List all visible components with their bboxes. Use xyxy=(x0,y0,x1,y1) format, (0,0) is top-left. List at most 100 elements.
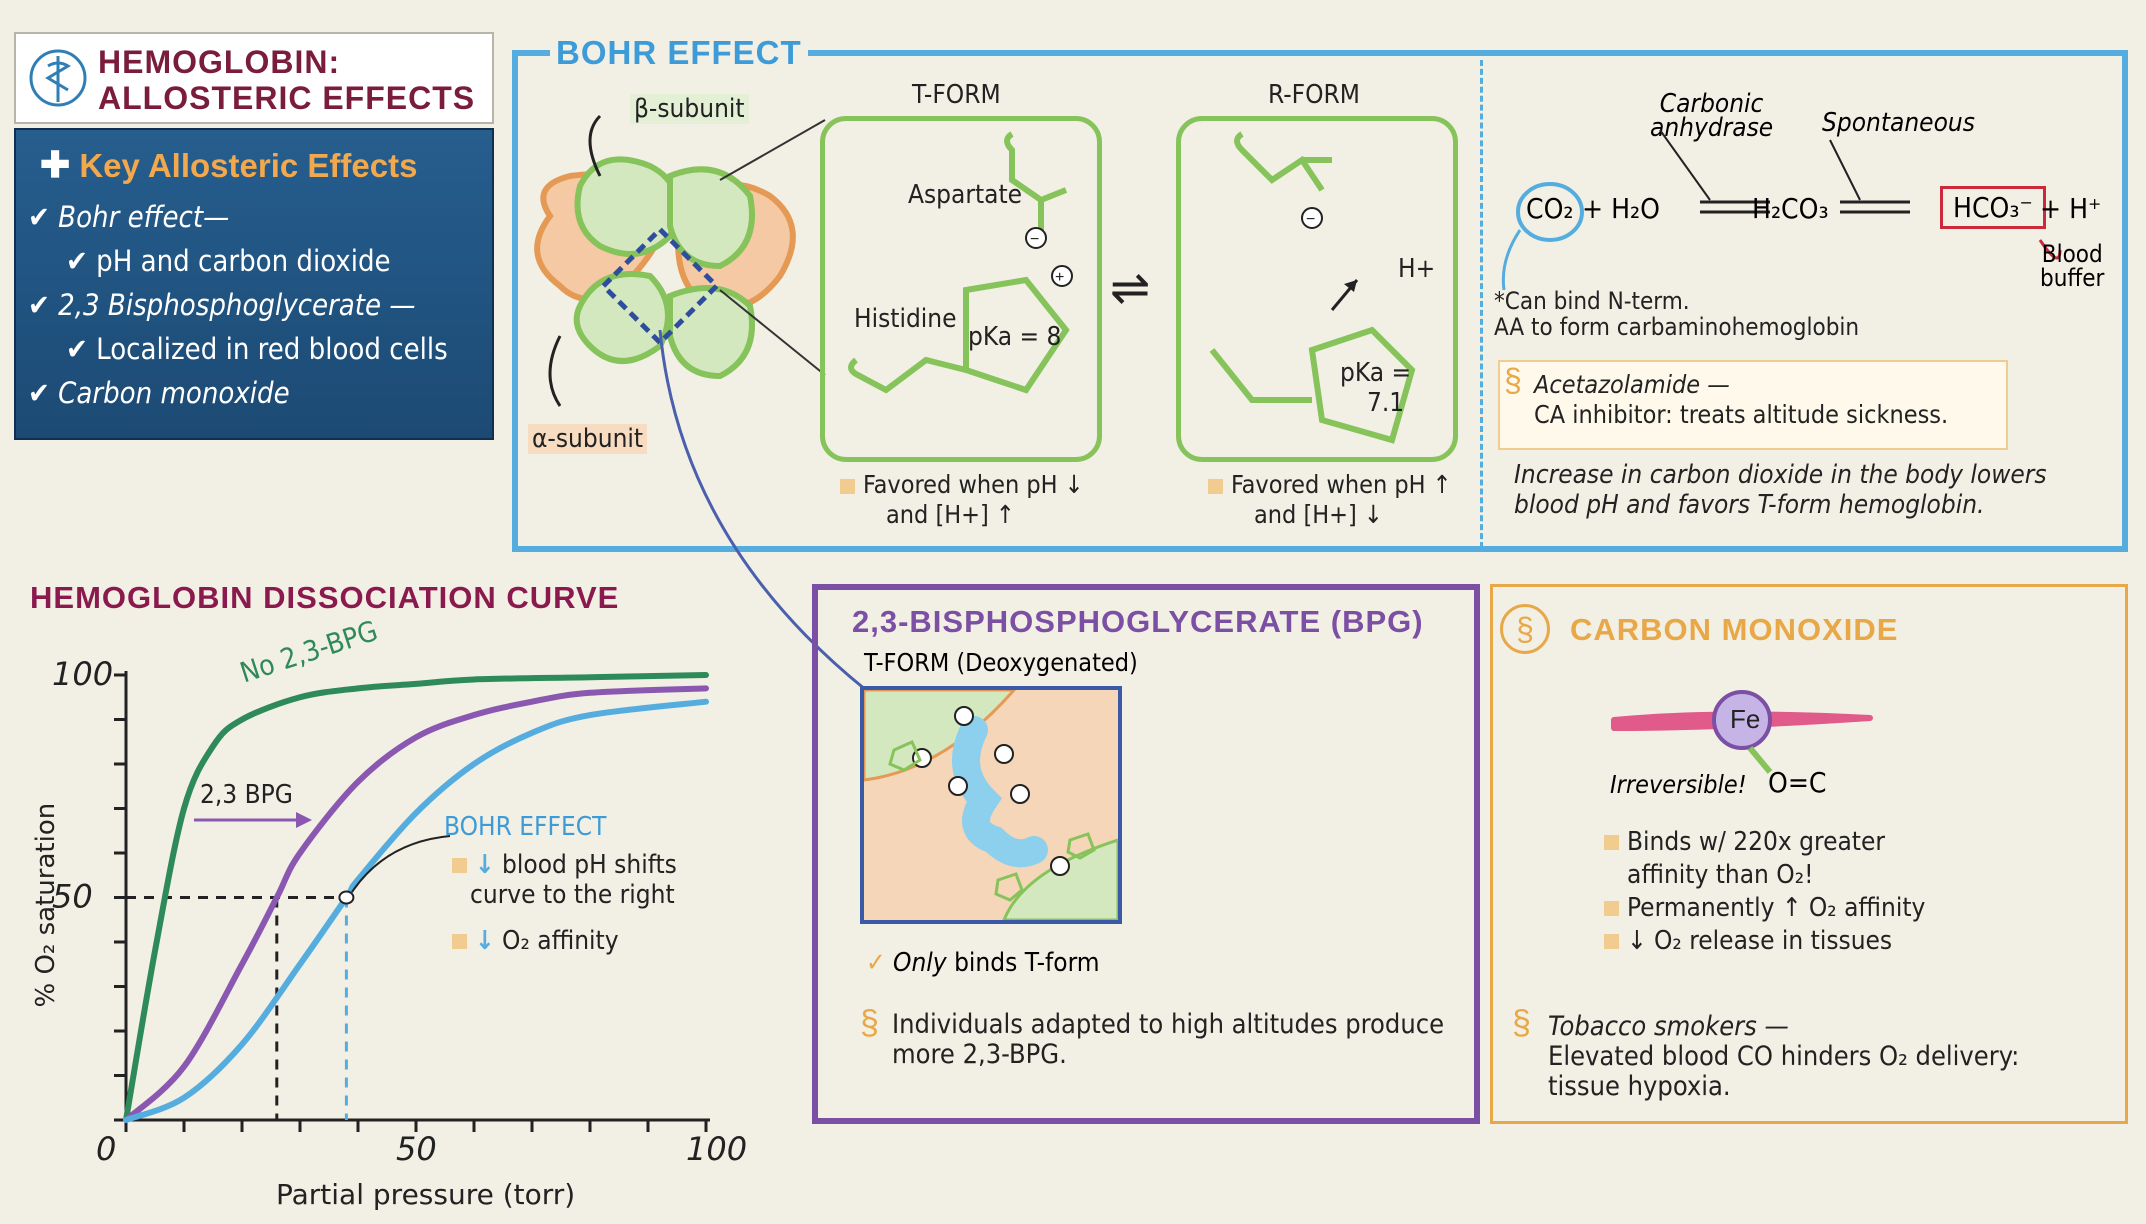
tform-favor-line2: and [H+] ↑ xyxy=(886,500,1015,529)
key-item-bpg: ✔ 2,3 Bisphosphoglycerate — xyxy=(28,288,415,322)
key-item-ph: ✔ pH and carbon dioxide xyxy=(66,244,391,278)
pharm-icon: § xyxy=(1512,1004,1531,1042)
tform-title: T-FORM xyxy=(912,80,1001,110)
summary-line2: blood pH and favors T-form hemoglobin. xyxy=(1514,490,1985,520)
nterm-note: *Can bind N-term. AA to form carbaminohe… xyxy=(1494,288,1859,340)
alpha-subunit-label: α-subunit xyxy=(528,424,648,454)
co-bullet3: ↓ O₂ release in tissues xyxy=(1627,926,1893,956)
bohr-summary: Increase in carbon dioxide in the body l… xyxy=(1514,460,2047,520)
co2-label: CO₂ xyxy=(1526,192,1574,225)
series-line-2 xyxy=(123,698,709,1123)
smokers-note: Tobacco smokers — Elevated blood CO hind… xyxy=(1548,1012,2019,1102)
acetazolamide-line2: CA inhibitor: treats altitude sickness. xyxy=(1534,400,1949,429)
co-bullets: Binds w/ 220x greater affinity than O₂! … xyxy=(1604,826,1925,958)
bullet-icon xyxy=(1604,835,1619,850)
pka-t-label: pKa = 8 xyxy=(968,322,1062,352)
hco3-label: HCO₃⁻ xyxy=(1940,186,2046,229)
check-icon: ✔ xyxy=(66,244,88,278)
tform-residues-icon: − + xyxy=(848,131,1073,394)
bpg-only-note: ✓ Only binds T-form xyxy=(866,948,1100,978)
caduceus-icon xyxy=(29,49,87,107)
irreversible-label: Irreversible! xyxy=(1610,770,1747,799)
bpg-zoom-line xyxy=(658,329,867,692)
bohr-curve-label: BOHR EFFECT xyxy=(444,812,607,842)
rform-residues-icon: − xyxy=(1209,131,1416,444)
p50-point xyxy=(338,890,355,905)
key-item-label: Bohr effect— xyxy=(58,200,230,234)
bullet-icon xyxy=(1208,478,1223,494)
bpg-image-frame xyxy=(860,686,1122,924)
bullet-icon xyxy=(840,478,855,494)
rform-title: R-FORM xyxy=(1268,80,1360,110)
bohr-note-1-line2: curve to the right xyxy=(470,880,675,910)
tform-box xyxy=(820,116,1102,462)
co-bullet1-line1: Binds w/ 220x greater xyxy=(1627,827,1885,857)
bpg-binding-pocket-icon xyxy=(864,690,1118,920)
co-bullet1-line2: affinity than O₂! xyxy=(1627,860,1814,890)
bohr-panel xyxy=(512,50,2128,552)
acetazolamide-note: Acetazolamide — CA inhibitor: treats alt… xyxy=(1534,370,1948,430)
altitude-line1: Individuals adapted to high altitudes pr… xyxy=(892,1009,1445,1040)
equilibrium-arrows-icon: ⇌ xyxy=(1110,262,1151,315)
bpg-label: 2,3 BPG xyxy=(200,780,293,810)
only-italic: Only xyxy=(893,948,947,978)
bohr-note-1-line1: blood pH shifts xyxy=(502,850,677,880)
pharm-icon: § xyxy=(1504,362,1522,398)
key-effects-title: Key Allosteric Effects xyxy=(79,147,418,184)
key-item-label: Carbon monoxide xyxy=(58,376,290,410)
check-icon: ✔ xyxy=(28,288,50,322)
zoom-lines xyxy=(719,119,826,376)
x-tick-label: 0 xyxy=(96,1130,116,1168)
bullet-icon xyxy=(1604,901,1619,916)
key-item-rbc: ✔ Localized in red blood cells xyxy=(66,332,448,366)
x-axis-label: Partial pressure (torr) xyxy=(276,1178,575,1211)
svg-text:−: − xyxy=(1030,231,1039,248)
co-bullet2: Permanently ↑ O₂ affinity xyxy=(1627,893,1926,923)
bpg-arrow-icon xyxy=(194,812,312,828)
nterm-line1: *Can bind N-term. xyxy=(1494,287,1690,315)
bohr-note-2: ↓ O₂ affinity xyxy=(452,926,619,956)
bohr-title: BOHR EFFECT xyxy=(550,34,808,72)
bullet-icon xyxy=(452,934,467,949)
bohr-note-2-text: O₂ affinity xyxy=(502,926,619,956)
hplus-label: H+ xyxy=(1398,254,1436,284)
key-effects-panel: ✚ Key Allosteric Effects ✔ Bohr effect— … xyxy=(14,128,494,440)
rform-favor: Favored when pH ↑ and [H+] ↓ xyxy=(1208,470,1452,530)
hplus-product-label: + H⁺ xyxy=(2040,192,2102,225)
bpg-subtitle: T-FORM (Deoxygenated) xyxy=(864,648,1138,677)
spontaneous-label: Spontaneous xyxy=(1822,108,1975,138)
bullet-icon xyxy=(1604,934,1619,949)
bohr-note-1: ↓ blood pH shifts curve to the right xyxy=(452,850,677,910)
title-line-2: ALLOSTERIC EFFECTS xyxy=(98,80,476,116)
beta-subunit-label: β-subunit xyxy=(630,94,749,124)
rform-favor-line2: and [H+] ↓ xyxy=(1254,500,1383,529)
svg-text:−: − xyxy=(1306,211,1315,228)
tform-favor: Favored when pH ↓ and [H+] ↑ xyxy=(840,470,1084,530)
down-arrow-icon: ↓ xyxy=(475,926,495,956)
carbonic-line2: anhydrase xyxy=(1650,113,1774,143)
dissociation-title: HEMOGLOBIN DISSOCIATION CURVE xyxy=(30,580,620,615)
carbonic-anhydrase-label: Carbonic anhydrase xyxy=(1650,91,1774,143)
key-item-co: ✔ Carbon monoxide xyxy=(28,376,290,410)
acetazolamide-line1: Acetazolamide — xyxy=(1534,370,1730,399)
bohr-divider xyxy=(1480,60,1483,548)
only-rest: binds T-form xyxy=(954,948,1100,978)
key-item-label: 2,3 Bisphosphoglycerate — xyxy=(58,288,416,322)
oc-label: O=C xyxy=(1768,766,1827,799)
reaction-arrows xyxy=(1501,130,2062,290)
hemoglobin-tetramer-icon xyxy=(534,114,796,407)
check-icon: ✓ xyxy=(866,948,886,978)
altitude-line2: more 2,3-BPG. xyxy=(892,1039,1067,1070)
bpg-panel xyxy=(812,584,1480,1124)
rform-box xyxy=(1176,116,1458,462)
key-effects-heading: ✚ Key Allosteric Effects xyxy=(40,144,417,186)
tform-favor-line1: Favored when pH ↓ xyxy=(863,470,1084,499)
acetazolamide-box xyxy=(1498,360,2008,450)
key-item-bohr: ✔ Bohr effect— xyxy=(28,200,229,234)
h2co3-label: H₂CO₃ xyxy=(1752,192,1829,225)
histidine-label: Histidine xyxy=(854,304,957,334)
bpg-title: 2,3-BISPHOSPHOGLYCERATE (BPG) xyxy=(852,604,1424,639)
key-item-label: Localized in red blood cells xyxy=(96,332,448,366)
nterm-line2: AA to form carbaminohemoglobin xyxy=(1494,313,1860,341)
